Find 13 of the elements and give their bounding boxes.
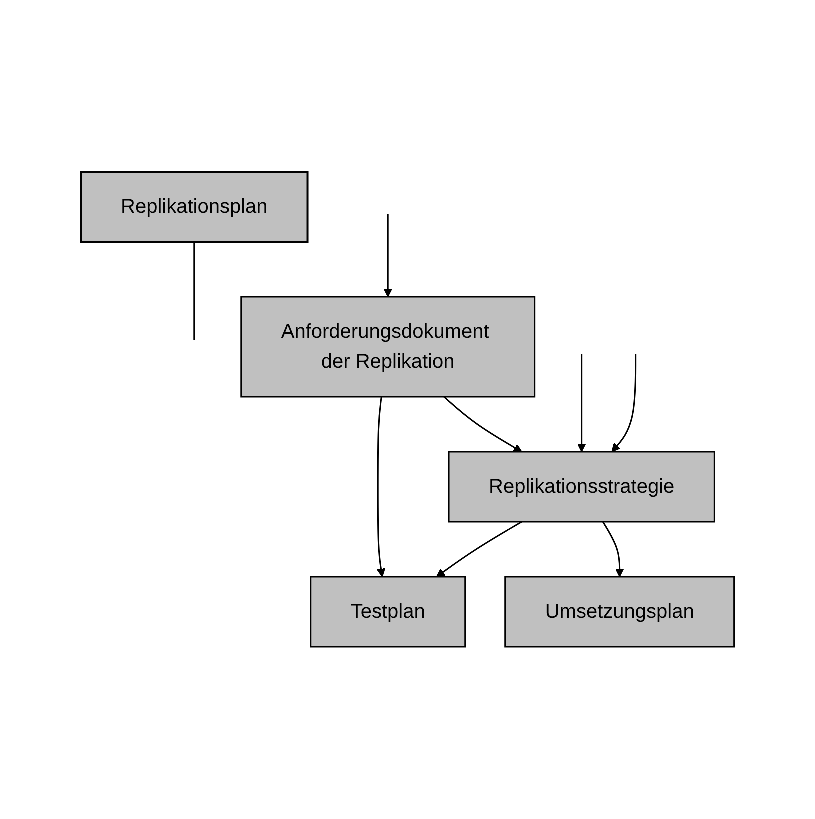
node-box: Testplan [310,576,466,648]
node-box: Replikationsplan [80,171,309,243]
arrow [384,214,392,298]
arrow [436,521,522,578]
node-box: Anforderungsdokument der Replikation [240,296,536,398]
arrow [602,522,624,578]
node-box: Umsetzungsplan [504,576,735,648]
arrow [612,354,636,452]
arrow [443,396,522,452]
arrow [376,396,386,578]
connector [193,242,195,340]
arrow [577,354,586,452]
node-box: Replikationsstrategie [448,451,716,523]
